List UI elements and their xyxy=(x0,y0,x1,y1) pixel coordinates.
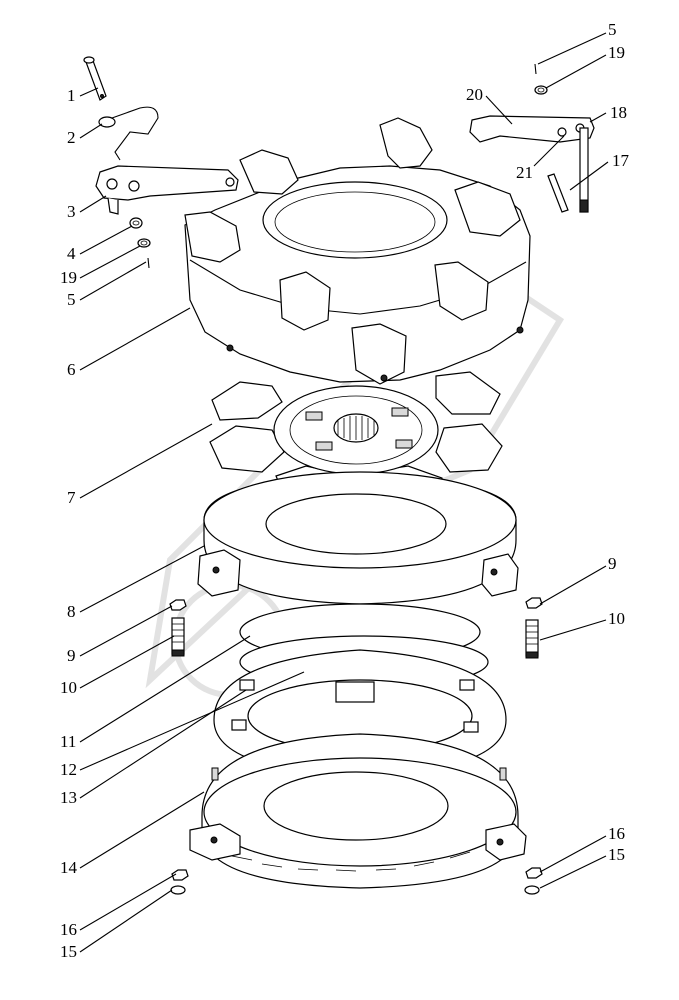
callout-14: 14 xyxy=(60,858,78,877)
part-9-nut-left xyxy=(169,599,187,611)
callout-10-right: 10 xyxy=(608,609,625,628)
part-21-pin-right xyxy=(547,173,569,213)
callout-9-left: 9 xyxy=(67,646,76,665)
callout-18: 18 xyxy=(610,103,627,122)
callout-8: 8 xyxy=(67,602,76,621)
callout-4: 4 xyxy=(67,244,76,263)
part-15-washer-right xyxy=(524,885,540,895)
part-20-lever-right xyxy=(469,115,595,143)
callout-11: 11 xyxy=(60,732,76,751)
callout-19-left: 19 xyxy=(60,268,77,287)
callout-15-left: 15 xyxy=(60,942,77,961)
part-16-nut-right xyxy=(525,867,543,879)
callout-20: 20 xyxy=(466,85,483,104)
callout-5-left: 5 xyxy=(67,290,76,309)
part-4-washer xyxy=(129,217,143,229)
part-19-ring-right xyxy=(534,85,548,95)
part-10-stud-right xyxy=(525,619,539,659)
callout-15-right: 15 xyxy=(608,845,625,864)
part-14-back-plate xyxy=(189,733,527,889)
callout-16-right: 16 xyxy=(608,824,625,843)
part-5-cotter-left xyxy=(147,257,150,269)
part-5-cotter-right xyxy=(534,63,537,75)
callout-10-left: 10 xyxy=(60,678,77,697)
callout-3: 3 xyxy=(67,202,76,221)
callout-19-right: 19 xyxy=(608,43,625,62)
callout-5-right: 5 xyxy=(608,20,617,39)
part-9-nut-right xyxy=(525,597,543,609)
callout-16-left: 16 xyxy=(60,920,77,939)
callout-7: 7 xyxy=(67,488,76,507)
callout-12: 12 xyxy=(60,760,77,779)
part-17-shaft xyxy=(579,127,589,213)
part-16-nut-left xyxy=(171,869,189,881)
callout-13: 13 xyxy=(60,788,77,807)
part-10-stud-left xyxy=(171,617,185,657)
callout-6: 6 xyxy=(67,360,76,379)
part-3-lever xyxy=(95,165,239,215)
part-8-pressure-plate xyxy=(197,471,519,605)
part-19-ring-left xyxy=(137,238,151,248)
leader-lines xyxy=(79,32,609,953)
callout-labels: 1 2 3 4 19 5 6 7 8 9 10 11 12 13 14 16 1… xyxy=(60,20,630,961)
part-2-spring xyxy=(98,106,159,161)
callout-21: 21 xyxy=(516,163,533,182)
callout-1: 1 xyxy=(67,86,76,105)
part-15-washer-left xyxy=(170,885,186,895)
callout-17: 17 xyxy=(612,151,630,170)
callout-9-right: 9 xyxy=(608,554,617,573)
part-1-pin xyxy=(83,56,107,101)
callout-2: 2 xyxy=(67,128,76,147)
part-6-clutch-cover xyxy=(184,117,531,385)
